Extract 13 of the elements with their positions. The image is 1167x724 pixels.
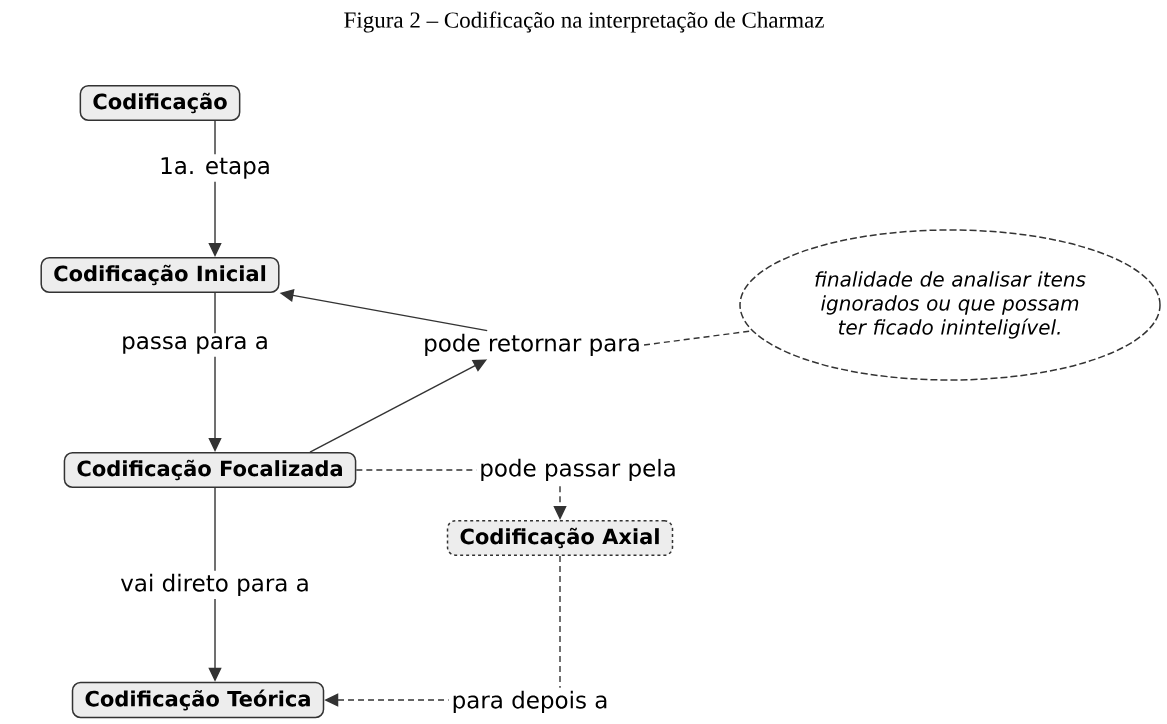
edge-label: 1a. etapa <box>156 154 274 182</box>
concept-box: Codificação Axial <box>446 520 674 556</box>
arrow <box>208 292 222 452</box>
figure-title: Figura 2 – Codificação na interpretação de Charmaz <box>344 11 824 33</box>
edge-label: pode passar pela <box>476 455 680 485</box>
edge-label: para depois a <box>448 687 612 717</box>
edge-label: passa para a <box>118 333 272 357</box>
concept-box: Codificação Focalizada <box>63 452 357 488</box>
linking-phrase: pode retornar para <box>425 333 639 357</box>
edge-label: vai direto para a <box>117 570 313 600</box>
concept-box: Codificação Inicial <box>40 257 280 293</box>
concept-box: Codificação Teórica <box>71 681 325 719</box>
concept-box: Codificação <box>79 85 241 121</box>
